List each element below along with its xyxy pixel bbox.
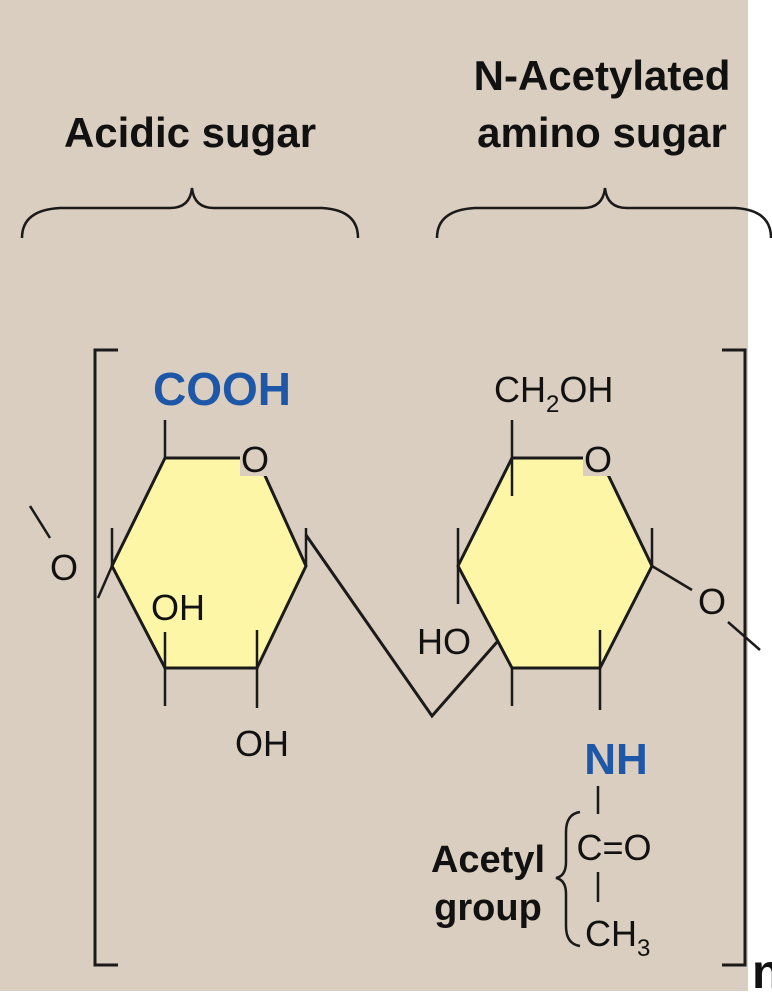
acetyl-brace <box>555 810 581 948</box>
nh-group: NH <box>584 735 648 784</box>
methyl-group: CH3 <box>585 913 650 962</box>
right-chain-bond <box>727 621 761 651</box>
ring-oxygen-left-bg <box>240 444 270 476</box>
ring-oxygen-right-bg <box>583 444 613 476</box>
amino-sugar-brace <box>435 187 772 239</box>
glycosidic-oxygen-right: O <box>698 581 726 622</box>
ho-group: HO <box>417 621 471 662</box>
methyl-main: CH <box>585 913 637 954</box>
cooh-group: COOH <box>153 363 291 415</box>
right-glycosidic-bond <box>651 564 693 592</box>
ring-oxygen-right: O <box>584 439 612 480</box>
left-glycosidic-bond <box>96 565 114 599</box>
repeat-bracket-left <box>93 348 118 967</box>
glycosidic-oxygen-left: O <box>50 547 78 588</box>
ch2oh-group: CH2OH <box>494 369 613 418</box>
left-chain-bond <box>28 505 52 539</box>
ring-oxygen-left: O <box>241 439 269 480</box>
repeat-bracket-right <box>722 348 747 967</box>
carbonyl-group: C=O <box>576 827 651 868</box>
acidic-sugar-brace <box>20 187 360 239</box>
glycosidic-linkage <box>304 534 514 719</box>
diagram-background <box>0 0 748 991</box>
acetyl-label-line1: Acetyl <box>431 839 545 881</box>
repeat-subscript-n: n <box>752 946 772 991</box>
amino-sugar-label-line1: N-Acetylated <box>474 52 731 99</box>
ch2oh-main: CH <box>494 369 546 410</box>
oh-ring-group: OH <box>151 587 205 628</box>
ch2oh-subscript: 2 <box>546 391 559 418</box>
amino-sugar-label-line2: amino sugar <box>477 109 727 156</box>
ch2oh-end: OH <box>559 369 613 410</box>
oh-bottom-group: OH <box>235 723 289 764</box>
acetyl-label-line2: group <box>434 887 542 929</box>
acidic-sugar-label: Acidic sugar <box>64 109 316 156</box>
methyl-subscript: 3 <box>637 935 650 962</box>
